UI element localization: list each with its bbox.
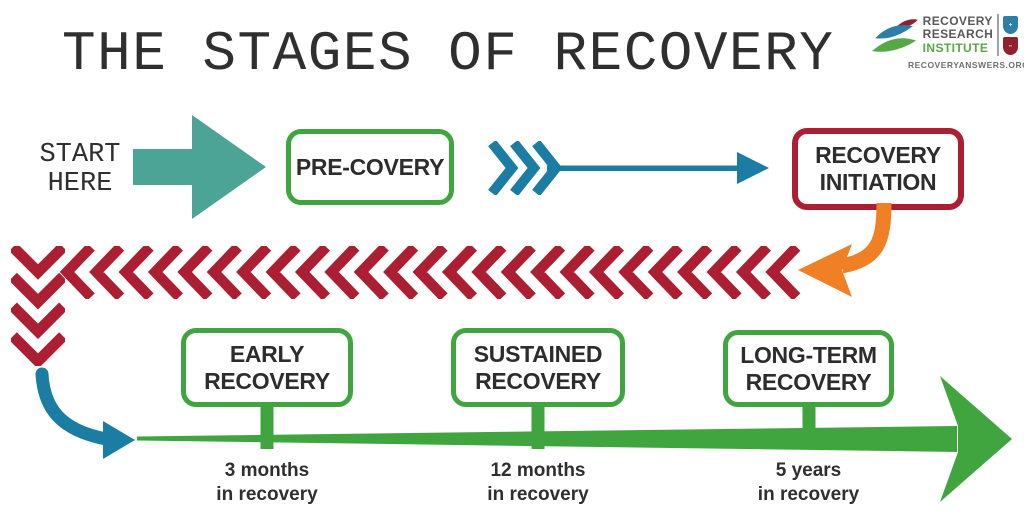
sustained-recovery-line1: SUSTAINED: [473, 340, 603, 367]
orange-curved-arrow-icon: [798, 203, 892, 297]
time-suffix: in recovery: [487, 484, 589, 505]
mgh-shield-icon: ✛: [1003, 15, 1018, 34]
time-label-5-years: 5 years in recovery: [723, 459, 894, 507]
start-here-line1: START: [39, 140, 121, 170]
logo-row: RECOVERY RESEARCH INSTITUTE ✛ ▪▪: [872, 13, 1018, 57]
time-value: 3 months: [224, 460, 310, 481]
timeline-head: [940, 376, 1012, 502]
longterm-recovery-line2: RECOVERY: [745, 368, 872, 395]
chevron-column-shape: [11, 246, 65, 366]
logo-tagline: RECOVERYANSWERS.ORG: [908, 60, 1024, 70]
page-title: THE STAGES OF RECOVERY: [62, 22, 835, 86]
logo-name-line2: RESEARCH: [922, 27, 994, 42]
early-recovery-line1: EARLY: [229, 340, 305, 367]
precovery-label: PRE-COVERY: [295, 153, 445, 180]
stage-box-early-recovery: EARLY RECOVERY: [181, 328, 353, 449]
orange-arrow-head: [798, 244, 852, 297]
longterm-recovery-tick: [802, 402, 815, 449]
logo-name-line3: INSTITUTE: [922, 40, 989, 55]
stage-box-recovery-initiation: RECOVERY INITIATION: [792, 128, 964, 210]
start-here-line2: HERE: [47, 169, 113, 199]
start-here-label: START HERE: [36, 141, 124, 199]
blue-arrow-head: [737, 152, 769, 184]
leaf-blue: [875, 25, 914, 39]
blue-curve-head: [103, 421, 135, 459]
start-arrow-icon: [133, 115, 266, 219]
longterm-recovery-line1: LONG-TERM: [740, 341, 877, 368]
sustained-recovery-tick: [531, 402, 545, 449]
relapse-chevron-row-icon: [59, 246, 801, 299]
time-suffix: in recovery: [757, 484, 860, 505]
logo-shields: ✛ ▪▪: [1003, 15, 1018, 55]
recovery-initiation-line2: INITIATION: [819, 169, 937, 195]
blue-arrow-fletching: [488, 141, 563, 195]
time-label-3-months: 3 months in recovery: [181, 459, 353, 507]
logo-name: RECOVERY RESEARCH INSTITUTE: [922, 13, 994, 56]
time-suffix: in recovery: [216, 484, 318, 505]
logo-name-line1: RECOVERY: [922, 13, 993, 28]
orange-arrow-curve: [840, 203, 892, 274]
stage-box-sustained-recovery: SUSTAINED RECOVERY: [451, 328, 625, 449]
blue-arrow-icon: [488, 141, 769, 195]
time-label-12-months: 12 months in recovery: [451, 459, 625, 507]
relapse-chevron-column-icon: [11, 246, 65, 366]
recovery-research-institute-logo: RECOVERY RESEARCH INSTITUTE ✛ ▪▪ RECOVER…: [872, 13, 1024, 70]
leaves-icon: [872, 19, 918, 52]
start-arrow-shape: [133, 115, 266, 219]
sustained-recovery-line2: RECOVERY: [475, 367, 601, 394]
timeline-arrow-icon: [137, 376, 1012, 502]
blue-curve: [35, 367, 113, 446]
early-recovery-tick: [260, 402, 274, 449]
early-recovery-line2: RECOVERY: [204, 367, 330, 394]
time-value: 12 months: [490, 460, 586, 481]
time-value: 5 years: [775, 460, 842, 481]
logo-divider: [997, 14, 999, 56]
chevron-row-shape: [59, 246, 801, 299]
timeline-shaft: [137, 426, 957, 452]
blue-curved-arrow-icon: [35, 367, 135, 459]
stage-box-precovery: PRE-COVERY: [286, 129, 454, 205]
recovery-initiation-line1: RECOVERY: [815, 142, 941, 168]
stage-box-longterm-recovery: LONG-TERM RECOVERY: [723, 330, 894, 449]
blue-arrow-shaft: [547, 165, 740, 171]
leaf-green: [872, 38, 917, 52]
harvard-shield-icon: ▪▪: [1003, 36, 1018, 55]
